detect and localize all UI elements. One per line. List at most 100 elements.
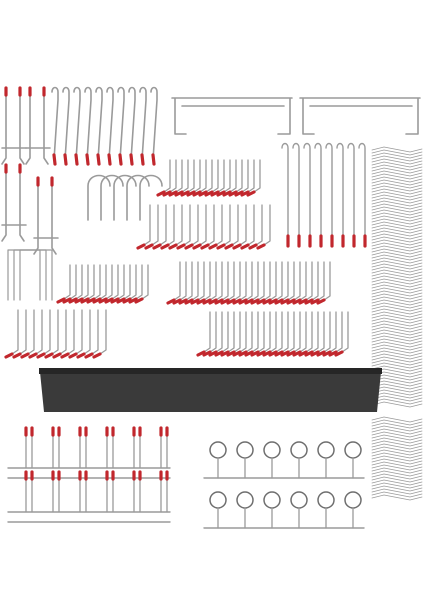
hook-wire (211, 159, 219, 193)
zig-wire (371, 479, 423, 486)
bin-rim (303, 368, 349, 374)
l-hook (200, 204, 215, 250)
l-hook (232, 261, 247, 305)
hook-wire (305, 311, 313, 353)
hook-wire (99, 264, 107, 300)
zig-lock-stack (371, 416, 423, 501)
zig-wire (371, 419, 423, 426)
zig-wire (371, 224, 423, 231)
red-tip (98, 297, 108, 304)
l-hook (268, 261, 283, 305)
zig-wire (371, 353, 423, 360)
tall-hook (1, 163, 27, 242)
hook-wire (83, 309, 91, 355)
zig-wire (371, 440, 423, 447)
zig-wire (371, 428, 423, 435)
hook-wire (215, 204, 223, 246)
hook-wire (185, 261, 193, 301)
l-hook (286, 311, 301, 357)
bin-rim (39, 368, 85, 374)
hook-wire (329, 311, 337, 353)
red-tip (85, 153, 90, 166)
l-hook (250, 311, 265, 357)
j-hook (139, 174, 163, 221)
l-hook (134, 264, 149, 304)
hook-wire (233, 311, 241, 353)
red-tip (174, 190, 184, 197)
red-tip (160, 243, 170, 250)
ring-hook-row (203, 491, 365, 529)
hook-wire (314, 142, 322, 241)
hook-wire (317, 311, 325, 353)
zig-wire (371, 206, 423, 213)
l-hook (184, 204, 199, 250)
zig-wire (371, 446, 423, 453)
zig-wire (371, 455, 423, 462)
ring-hooks (203, 441, 365, 529)
red-tip (190, 298, 200, 305)
l-hook (322, 311, 337, 357)
l-hook (286, 261, 301, 305)
red-tip (286, 298, 296, 305)
hook-wire (235, 159, 243, 193)
hook-wire (175, 159, 183, 193)
l-hook (92, 309, 107, 359)
long-bar-holders (171, 97, 421, 135)
zig-wire (371, 260, 423, 267)
l-hook (232, 311, 247, 357)
l-hook (226, 261, 241, 305)
red-tip (134, 297, 144, 304)
red-tip (214, 298, 224, 305)
hook-wire (221, 311, 229, 353)
l-hook (180, 159, 195, 197)
red-tip (292, 350, 302, 357)
bin-body (337, 372, 381, 412)
hook-wire (215, 261, 223, 301)
storage-bin (39, 368, 85, 412)
zig-wire (371, 482, 423, 489)
l-hook (36, 309, 51, 359)
hook-wire (67, 309, 75, 355)
hook-wire (11, 309, 19, 355)
red-tip (136, 243, 146, 250)
red-tip (92, 352, 102, 359)
hook-wire (227, 261, 235, 301)
zig-wire (371, 299, 423, 306)
red-tip (84, 352, 94, 359)
bin-body (205, 372, 249, 412)
red-tip (280, 350, 290, 357)
zig-wire (371, 332, 423, 339)
hook-wire (263, 261, 271, 301)
l-hook (196, 261, 211, 305)
l-hook (208, 261, 223, 305)
hook-wire (215, 311, 223, 353)
red-tip (268, 350, 278, 357)
red-tip (240, 190, 250, 197)
zig-wire (371, 254, 423, 261)
red-tip (110, 297, 120, 304)
zig-wire (371, 365, 423, 372)
hook-wire (293, 311, 301, 353)
hook-wire (27, 309, 35, 355)
zig-wire (371, 329, 423, 336)
l-hook (304, 261, 319, 305)
red-tip (186, 190, 196, 197)
red-tip (36, 352, 46, 359)
hook-wire (305, 261, 313, 301)
zig-wire (371, 170, 423, 177)
hook-wire (135, 264, 143, 300)
red-tip (304, 350, 314, 357)
l-hook (274, 261, 289, 305)
single-straight-hooks (51, 86, 158, 166)
tall-hook (33, 176, 59, 255)
red-tip (76, 352, 86, 359)
zig-wire (371, 344, 423, 351)
l-hook (250, 261, 265, 305)
red-tip (250, 298, 260, 305)
hook-wire (93, 264, 101, 300)
l-hook (256, 261, 271, 305)
l-hook (122, 264, 137, 304)
red-tip (12, 352, 22, 359)
hook-wire (239, 261, 247, 301)
